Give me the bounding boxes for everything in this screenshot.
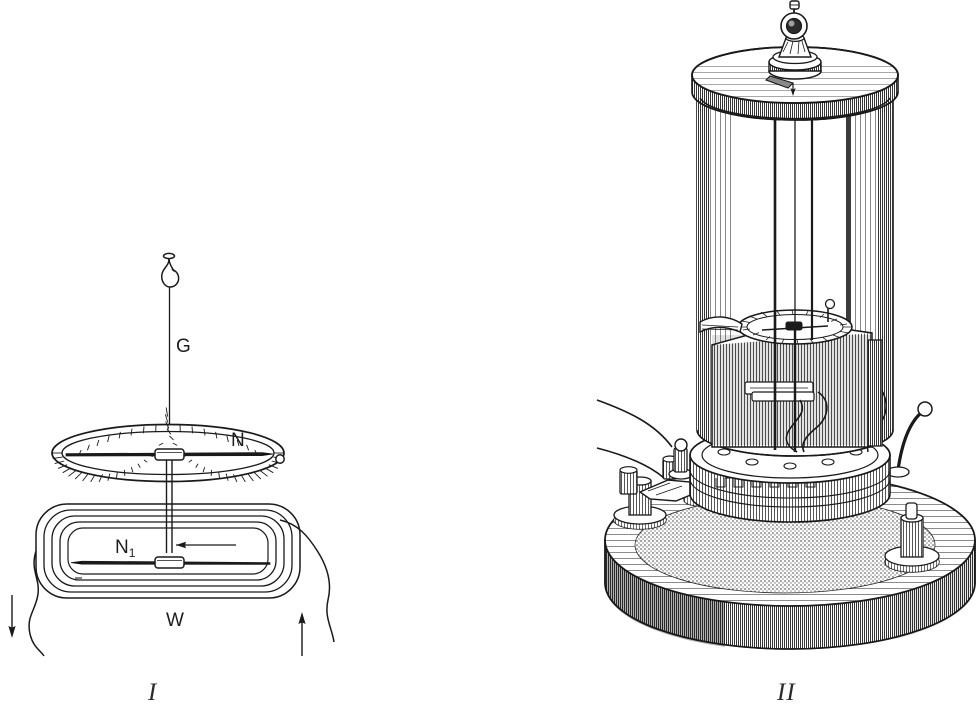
figure-caption-II: II (777, 679, 796, 706)
internal-wire-b (801, 391, 828, 453)
lid-index-pointer (765, 75, 796, 96)
figure-II-instrument (596, 0, 976, 650)
dial-index-eyelet (275, 454, 285, 464)
lead-wire-upper (596, 399, 673, 448)
figure-I-schematic: G N N1 W (8, 252, 335, 657)
lead-wire-right (279, 519, 335, 643)
dial-post (824, 298, 836, 322)
dial-graduations (52, 407, 284, 483)
current-arrow-out-down (8, 595, 16, 638)
instrument-base (604, 473, 976, 650)
lead-wire-lower (596, 447, 665, 479)
coil-box (711, 321, 887, 453)
lead-wire-left (28, 550, 45, 657)
torsion-head[interactable] (768, 0, 822, 80)
graduated-dial-ring (51, 407, 285, 483)
compass-dial (699, 298, 853, 345)
levelling-screw-right[interactable] (884, 502, 940, 573)
upper-needle-collar (154, 448, 185, 461)
binding-post-left[interactable] (619, 466, 638, 495)
coil-current-arrow (176, 541, 236, 549)
current-arrow-in-up (298, 612, 306, 656)
label-W: W (166, 610, 184, 631)
suspension-hook-icon (160, 252, 180, 288)
internal-wire-a (785, 399, 804, 453)
figure-caption-I: I (148, 679, 158, 706)
connecting-rod (165, 460, 173, 553)
label-N: N (231, 430, 245, 451)
clamp-lever[interactable] (886, 401, 933, 478)
coil-box-plate (744, 381, 815, 402)
wire-coil (35, 503, 301, 599)
coil-box-bracket (867, 339, 883, 447)
label-G: G (176, 336, 191, 357)
terminal-cluster[interactable] (638, 438, 702, 502)
label-N1: N1 (115, 537, 136, 560)
lower-needle-collar (154, 556, 185, 569)
dial-needle-hub (785, 321, 803, 331)
